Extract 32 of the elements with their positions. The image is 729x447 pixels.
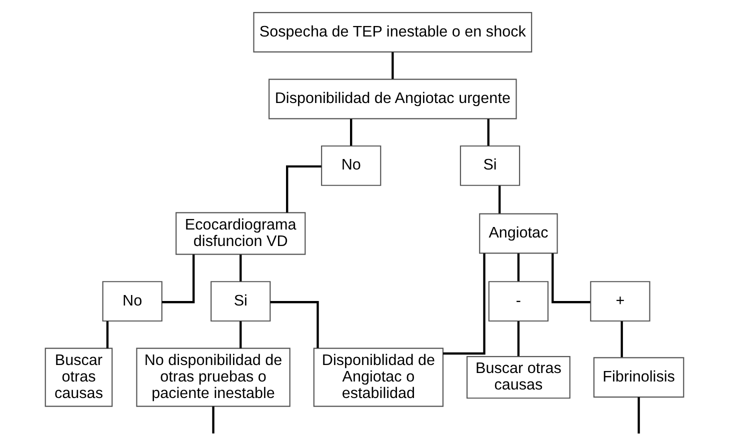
connector xyxy=(620,321,623,358)
connector xyxy=(270,301,319,348)
connector xyxy=(517,253,520,282)
node-box: Sospecha de TEP inestable o en shock xyxy=(253,12,532,52)
connector xyxy=(106,321,109,348)
connector xyxy=(552,253,590,304)
connector xyxy=(240,254,242,282)
connector xyxy=(162,254,195,304)
node-box: Si xyxy=(460,145,520,186)
node-box: Si xyxy=(210,281,271,322)
node-box: Disponiblidad de Angiotac o estabilidad xyxy=(313,348,444,407)
connector xyxy=(498,186,501,214)
node-box: Fibrinolisis xyxy=(593,357,684,398)
connector xyxy=(638,397,640,434)
node-box: Angiotac xyxy=(479,213,558,254)
node-box: No xyxy=(321,145,382,186)
connector xyxy=(212,406,214,434)
node-box: Buscar otras causas xyxy=(466,356,570,399)
connector xyxy=(517,321,520,356)
node-box: No xyxy=(102,281,162,322)
node-box: Buscar otras causas xyxy=(44,348,113,407)
node-box: Ecocardiograma disfuncion VD xyxy=(176,212,306,255)
connector xyxy=(286,165,322,213)
connector xyxy=(487,118,490,146)
node-box: No disponibilidad de otras pruebas o paciente inestable xyxy=(136,348,290,407)
node-box: - xyxy=(488,281,549,322)
node-box: Disponibilidad de Angiotac urgente xyxy=(268,78,517,120)
node-box: + xyxy=(590,281,650,322)
connector xyxy=(240,321,242,348)
connector xyxy=(392,52,394,79)
connector xyxy=(443,253,486,355)
connector xyxy=(350,118,352,146)
